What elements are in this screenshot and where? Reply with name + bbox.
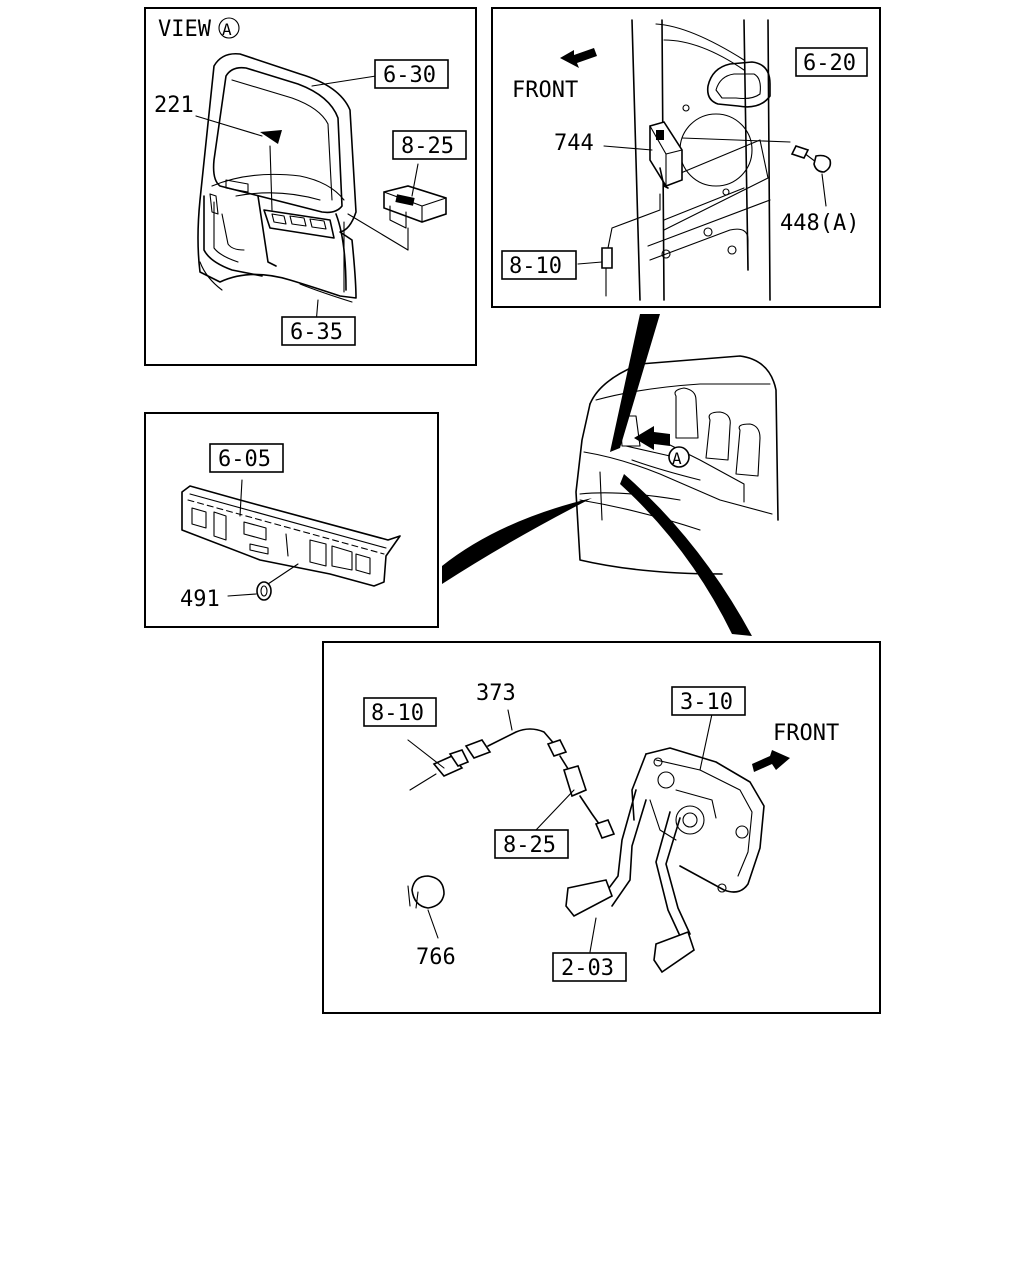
cab-view-marker: A [672,449,682,468]
ref-3-10: 3-10 [680,690,733,715]
cab-view-marker-circle [668,446,690,468]
ref-8-10: 8-10 [509,254,562,279]
view-marker-circle [218,17,240,39]
switch-8-25 [383,185,447,229]
connector-8-10-b [407,739,470,791]
ref-8-10-b: 8-10 [371,701,424,726]
ref-6-05: 6-05 [218,447,271,472]
view-a-panel: VIEW A [144,7,477,366]
ref-6-20: 6-20 [803,51,856,76]
view-arrow-icon [634,426,670,450]
part-491-label: 491 [180,587,220,612]
part-744-label: 744 [554,131,594,156]
connector-8-10 [601,193,661,297]
part-766-label: 766 [416,945,456,970]
cab-overview: A [442,314,779,636]
view-marker: A [222,20,232,39]
part-221-lamp [260,130,282,144]
door-frame-outline [197,52,357,299]
ref-8-25: 8-25 [401,134,454,159]
front-label: FRONT [512,78,578,103]
switch-panel: FRONT [491,7,881,308]
view-label: VIEW [158,17,212,42]
pedals-2-03 [565,789,695,974]
part-221-label: 221 [154,93,194,118]
callout-swoosh-bottom [620,474,752,636]
ref-6-35: 6-35 [290,320,343,345]
window-opening [212,66,343,214]
harness-373 [464,728,616,839]
part-448a-label: 448(A) [780,211,859,236]
callout-swoosh-left [442,498,592,584]
switch-744 [649,121,683,189]
clip-766 [407,875,445,909]
pedal-panel: FRONT [322,641,881,1014]
ref-2-03: 2-03 [561,956,614,981]
grommet-491 [256,581,272,601]
pedal-front-label: FRONT [773,721,839,746]
front-arrow-icon-2 [752,750,790,772]
pedal-bracket-3-10 [631,747,765,893]
callout-swoosh-top [610,314,660,452]
ref-6-30: 6-30 [383,63,436,88]
dash-board-outline [181,485,401,587]
dash-panel: 6-05 491 [144,412,439,628]
screw-448a [681,137,832,173]
part-373-label: 373 [476,681,516,706]
front-arrow-icon [560,48,597,68]
ref-8-25-b: 8-25 [503,833,556,858]
